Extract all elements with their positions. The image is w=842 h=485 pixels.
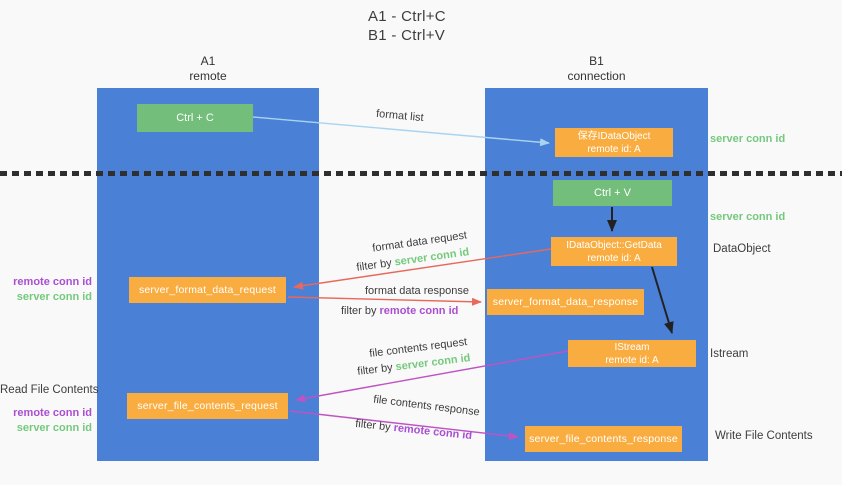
ctrl-c-label: Ctrl + C <box>176 112 214 124</box>
dataobject-label: DataObject <box>713 243 771 255</box>
arrow-format-data-response <box>287 296 482 306</box>
save-dataobject-box: 保存IDataObject remote id: A <box>555 128 673 157</box>
server-conn-id-label: server conn id <box>16 291 92 303</box>
lifeline-a1-name: A1 <box>200 54 216 68</box>
server-conn-id-label: server conn id <box>710 211 786 223</box>
remote-conn-id-label: remote conn id <box>13 407 92 419</box>
label-format-data-response: format data response <box>365 285 469 297</box>
server-format-data-request-box: server_format_data_request <box>129 277 286 303</box>
ctrl-c-box: Ctrl + C <box>137 104 253 132</box>
lifeline-b1-role: connection <box>567 69 626 83</box>
server-format-data-response-box: server_format_data_response <box>487 289 644 315</box>
arrow-format-data-request <box>293 248 552 290</box>
left-conn-id-annotation-2: remote conn id server conn id <box>0 406 92 436</box>
save-dataobject-line1: 保存IDataObject <box>577 130 651 142</box>
title-line-1: A1 - Ctrl+C <box>368 8 446 25</box>
label-filter-by-remote-conn-id-1: filter by remote conn id <box>341 305 458 317</box>
arrow-format-list <box>252 116 550 147</box>
diagram-title: A1 - Ctrl+C B1 - Ctrl+V <box>368 7 446 45</box>
istream-box: IStream remote id: A <box>568 340 696 367</box>
arrow-file-contents-response <box>289 410 519 440</box>
server-file-contents-response-box: server_file_contents_response <box>525 426 682 452</box>
getdata-line1: IDataObject::GetData <box>566 239 662 251</box>
lifeline-a1-role: remote <box>189 69 227 83</box>
left-conn-id-annotation-1: remote conn id server conn id <box>0 275 92 305</box>
arrow-file-contents-request <box>295 350 569 403</box>
remote-conn-id-highlight: remote conn id <box>379 305 459 317</box>
server-format-data-request-label: server_format_data_request <box>138 284 277 296</box>
filter-prefix: filter by <box>341 305 380 317</box>
lifeline-header-b1: B1 connection <box>485 54 708 84</box>
server-file-contents-response-label: server_file_contents_response <box>529 433 678 445</box>
ctrl-v-label: Ctrl + V <box>594 187 631 199</box>
getdata-line2: remote id: A <box>587 252 641 264</box>
ctrl-v-box: Ctrl + V <box>553 180 672 206</box>
write-file-contents-label: Write File Contents <box>715 430 813 442</box>
server-file-contents-request-label: server_file_contents_request <box>137 400 278 412</box>
copy-paste-divider-line <box>0 171 842 176</box>
read-file-contents-label: Read File Contents <box>0 384 99 396</box>
server-format-data-response-label: server_format_data_response <box>492 296 639 308</box>
server-conn-id-label: server conn id <box>710 133 786 145</box>
getdata-box: IDataObject::GetData remote id: A <box>551 237 677 266</box>
arrow-getdata-to-istream <box>651 266 674 334</box>
lifeline-header-a1: A1 remote <box>97 54 319 84</box>
server-conn-id-label: server conn id <box>16 422 92 434</box>
istream-line2: remote id: A <box>605 354 659 366</box>
istream-line1: IStream <box>614 341 650 353</box>
remote-conn-id-label: remote conn id <box>13 276 92 288</box>
lifeline-b1-name: B1 <box>589 54 604 68</box>
server-file-contents-request-box: server_file_contents_request <box>127 393 288 419</box>
istream-label: Istream <box>710 348 749 360</box>
save-dataobject-line2: remote id: A <box>587 143 641 155</box>
title-line-2: B1 - Ctrl+V <box>368 27 446 44</box>
